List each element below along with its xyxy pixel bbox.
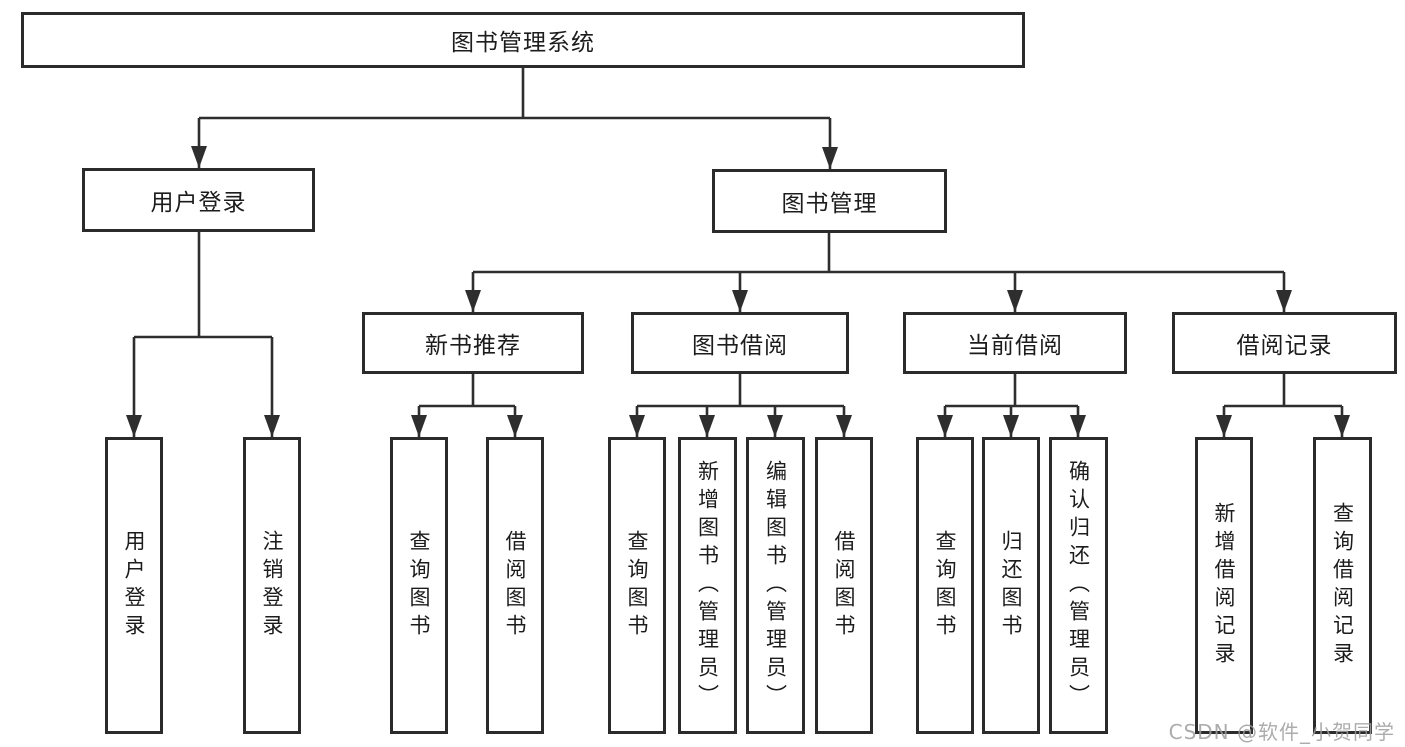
node-book-management: 图书管理 — [712, 169, 947, 233]
arrowhead — [1070, 415, 1086, 437]
arrowhead — [822, 147, 838, 169]
node-label: 新书推荐 — [425, 333, 521, 359]
leaf-query-book-2: 查询图书 — [608, 437, 666, 734]
node-label: 查询图书 — [625, 529, 649, 642]
node-label: 借阅记录 — [1236, 333, 1333, 359]
arrowhead — [1007, 290, 1023, 312]
node-label: 编辑图书（管理员） — [763, 459, 788, 712]
connector-book-management-children — [465, 233, 1292, 312]
arrowhead — [1216, 415, 1232, 437]
arrowhead — [699, 415, 715, 437]
arrowhead — [411, 415, 427, 437]
node-library-system: 图书管理系统 — [21, 12, 1025, 68]
node-label: 用户登录 — [122, 529, 146, 642]
arrowhead — [264, 415, 280, 437]
node-label: 新增借阅记录 — [1212, 501, 1236, 670]
leaf-query-borrow-record: 查询借阅记录 — [1313, 437, 1372, 734]
arrowhead — [767, 415, 783, 437]
arrowhead — [1276, 290, 1292, 312]
node-label: 查询图书 — [933, 529, 957, 642]
leaf-return-book: 归还图书 — [982, 437, 1040, 734]
leaf-borrow-book-2: 借阅图书 — [815, 437, 873, 734]
node-new-book-recommend: 新书推荐 — [362, 312, 584, 374]
node-label: 借阅图书 — [503, 529, 527, 642]
connector-user-login-children — [126, 232, 280, 437]
node-borrowing-records: 借阅记录 — [1172, 312, 1397, 374]
arrowhead — [126, 415, 142, 437]
leaf-confirm-return-admin: 确认归还（管理员） — [1049, 437, 1108, 734]
arrowhead — [836, 415, 852, 437]
node-label: 用户登录 — [150, 190, 247, 216]
node-label: 查询借阅记录 — [1330, 501, 1355, 670]
leaf-logout-login: 注销登录 — [243, 437, 301, 734]
node-book-borrowing: 图书借阅 — [631, 312, 849, 374]
arrowhead — [1334, 415, 1350, 437]
node-label: 图书借阅 — [692, 333, 788, 359]
node-label: 归还图书 — [999, 529, 1023, 642]
arrowhead — [465, 290, 481, 312]
leaf-user-login: 用户登录 — [105, 437, 163, 734]
node-label: 查询图书 — [407, 529, 431, 642]
arrowhead — [937, 415, 953, 437]
arrowhead — [629, 415, 645, 437]
leaf-query-book-1: 查询图书 — [390, 437, 448, 734]
connector-root-to-level2 — [191, 68, 838, 169]
leaf-edit-book-admin: 编辑图书（管理员） — [746, 437, 805, 734]
connector-book-borrowing-children — [629, 374, 852, 437]
connector-borrowing-records-children — [1216, 374, 1350, 437]
arrowhead — [732, 290, 748, 312]
arrowhead — [507, 415, 523, 437]
leaf-add-borrow-record: 新增借阅记录 — [1195, 437, 1253, 734]
node-label: 借阅图书 — [832, 529, 856, 642]
leaf-borrow-book-1: 借阅图书 — [486, 437, 544, 734]
node-current-borrowing: 当前借阅 — [903, 312, 1127, 374]
node-label: 确认归还（管理员） — [1066, 459, 1091, 712]
leaf-query-book-3: 查询图书 — [916, 437, 974, 734]
node-label: 注销登录 — [260, 529, 284, 642]
arrowhead — [1003, 415, 1019, 437]
csdn-watermark: CSDN @软件_小贺同学 — [1168, 720, 1395, 744]
connector-current-borrowing-children — [937, 374, 1086, 437]
node-user-login: 用户登录 — [82, 168, 315, 232]
leaf-add-book-admin: 新增图书（管理员） — [678, 437, 737, 734]
arrowhead — [191, 146, 207, 168]
node-label: 图书管理系统 — [451, 30, 595, 56]
connector-new-book-recommend-children — [411, 374, 523, 437]
node-label: 当前借阅 — [967, 333, 1063, 359]
node-label: 新增图书（管理员） — [695, 459, 720, 712]
node-label: 图书管理 — [781, 191, 878, 217]
